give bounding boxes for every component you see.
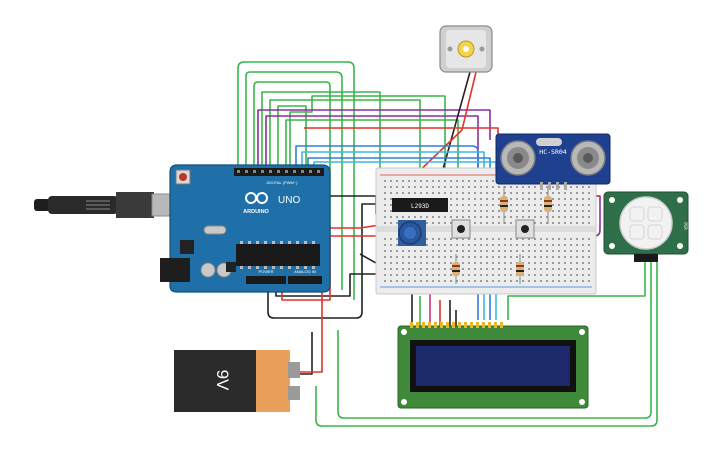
power-header: [246, 276, 286, 284]
arduino-uno: ARDUINO UNO DIGITAL (PWM~) POWER ANALOG …: [160, 164, 331, 293]
wire-green: [285, 119, 459, 178]
wire-red: [281, 235, 398, 301]
dc-motor: [439, 25, 493, 73]
ultrasonic-transducer: [570, 140, 606, 176]
wire-purple: [265, 115, 479, 180]
lcd-screen: [416, 346, 570, 386]
usb-cable: [34, 192, 175, 218]
arduino-logo-text: ARDUINO: [243, 209, 269, 215]
lcd-display: [397, 322, 589, 409]
battery-label: 9V: [213, 370, 232, 391]
arduino-model: UNO: [278, 195, 300, 206]
resistor: [516, 254, 524, 284]
resistor: [500, 186, 508, 224]
pir-dome: [619, 196, 673, 250]
push-button: [451, 219, 471, 239]
ultrasonic-sensor: HC-SR04: [495, 133, 611, 190]
pir-sensor: PIR: [603, 191, 689, 262]
wire-green: [245, 71, 343, 290]
wire-green: [237, 61, 355, 300]
resistor: [452, 254, 460, 284]
resistor: [544, 188, 552, 224]
power-jack: [160, 258, 190, 282]
battery-9v: 9V: [174, 350, 300, 412]
wire-green: [253, 81, 331, 286]
analog-header: [288, 276, 322, 284]
analog-label: ANALOG IN: [294, 269, 316, 274]
wire-red: [409, 71, 477, 181]
pir-label: PIR: [683, 222, 688, 230]
ultrasonic-transducer: [500, 140, 536, 176]
microcontroller-chip: [236, 244, 320, 266]
arduino-logo-icon: [245, 192, 268, 204]
motor-driver-chip: L293D: [392, 198, 448, 212]
wire-black: [296, 332, 313, 375]
wire-green: [269, 99, 421, 180]
wire-purple: [257, 109, 491, 165]
potentiometer: [398, 220, 426, 246]
motor-driver-label: L293D: [411, 203, 429, 210]
push-button: [515, 219, 535, 239]
wire-green: [261, 91, 381, 176]
ultrasonic-label: HC-SR04: [539, 148, 566, 156]
digital-label: DIGITAL (PWM~): [267, 180, 299, 185]
wire-green: [315, 262, 658, 427]
wire-green: [337, 262, 652, 419]
wire-green: [507, 262, 646, 320]
wire-black: [275, 273, 396, 297]
wire-black: [267, 203, 396, 319]
power-label: POWER: [258, 269, 273, 274]
